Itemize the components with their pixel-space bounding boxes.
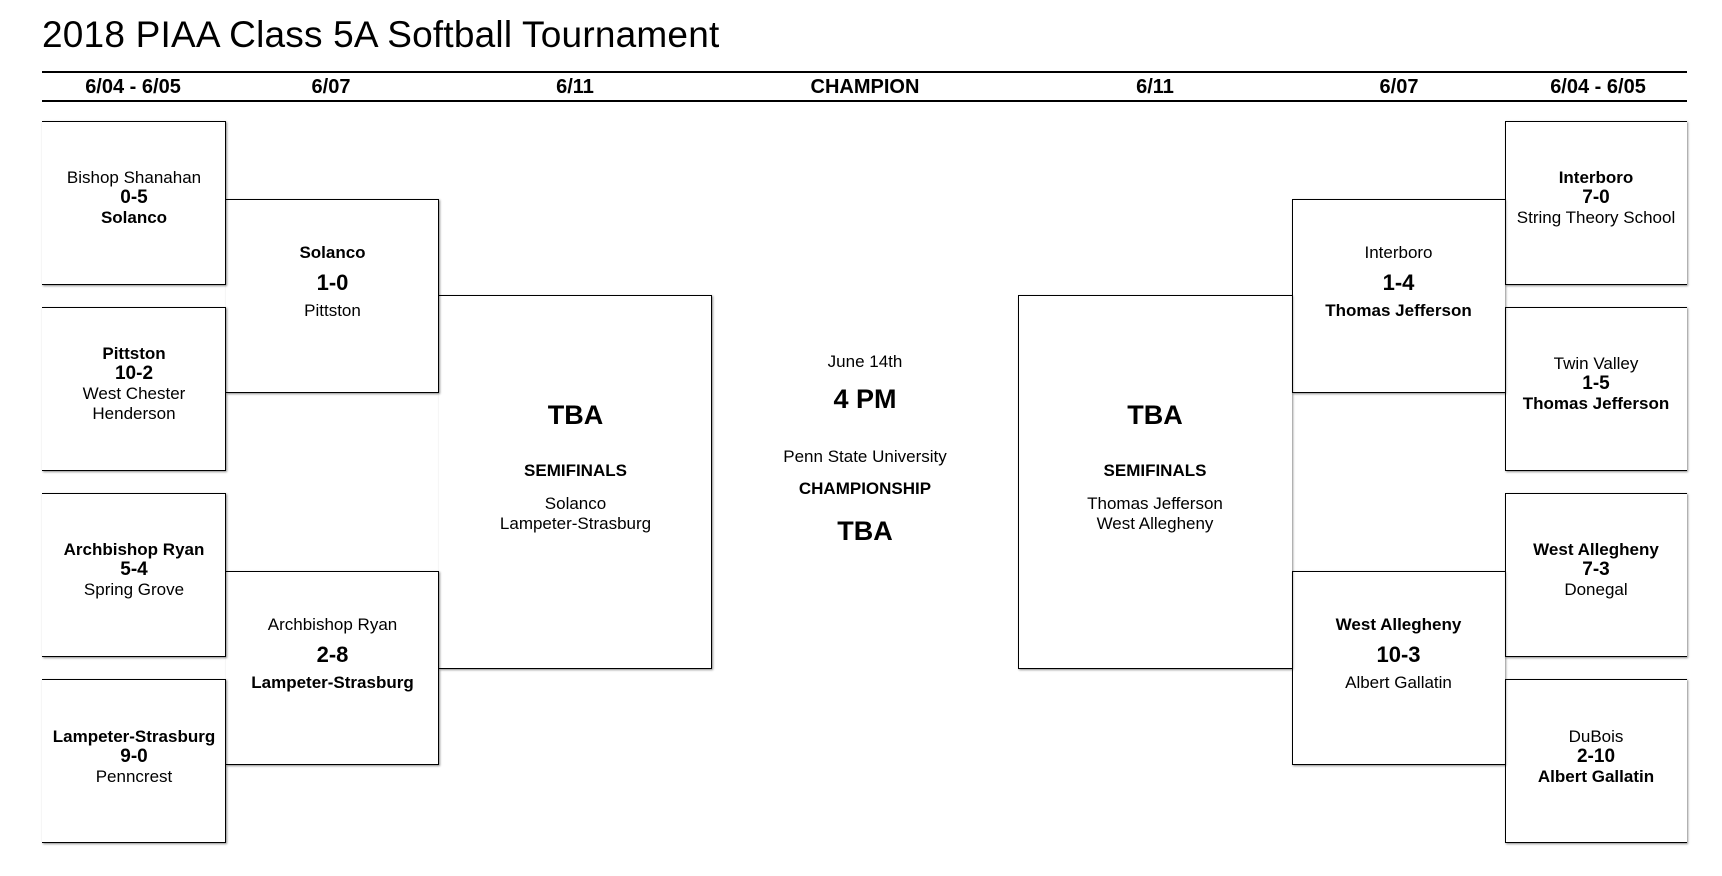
bracket-game-left-r1-3 bbox=[42, 493, 226, 657]
game-score: 10-2 bbox=[114, 363, 154, 384]
championship-time: 4 PM bbox=[833, 384, 897, 414]
championship-date: June 14th bbox=[827, 352, 903, 371]
bracket-game-left-r2-2 bbox=[226, 571, 439, 765]
team-name-winner: West Allegheny bbox=[1335, 615, 1462, 634]
right-r2-game-2: West Allegheny 10-3 Albert Gallatin bbox=[1292, 615, 1505, 693]
round-label-left-semi: 6/11 bbox=[556, 76, 594, 98]
bracket-game-right-r1-4 bbox=[1505, 679, 1687, 843]
team-name-winner: Interboro bbox=[1558, 168, 1634, 187]
team-name: Thomas Jefferson bbox=[1087, 494, 1223, 513]
game-score: 1-5 bbox=[1582, 373, 1610, 394]
bracket-game-left-r1-4 bbox=[42, 679, 226, 843]
team-name: Twin Valley bbox=[1553, 354, 1639, 373]
team-name-winner: Lampeter-Strasburg bbox=[251, 673, 414, 692]
left-r1-game-3: Archbishop Ryan 5-4 Spring Grove bbox=[42, 540, 226, 600]
round-label-left-r1: 6/04 - 6/05 bbox=[85, 76, 181, 98]
left-r1-game-1: Bishop Shanahan 0-5 Solanco bbox=[42, 168, 226, 228]
right-r2-game-1: Interboro 1-4 Thomas Jefferson bbox=[1292, 243, 1505, 321]
page-title: 2018 PIAA Class 5A Softball Tournament bbox=[42, 14, 720, 55]
team-name: Penncrest bbox=[95, 767, 173, 786]
bracket-game-right-r1-1 bbox=[1505, 121, 1687, 285]
championship-block: June 14th 4 PM Penn State University CHA… bbox=[712, 352, 1018, 546]
team-name: String Theory School bbox=[1516, 208, 1676, 227]
left-r2-game-2: Archbishop Ryan 2-8 Lampeter-Strasburg bbox=[226, 615, 439, 693]
round-header: 6/04 - 6/05 6/07 6/11 CHAMPION 6/11 6/07… bbox=[42, 71, 1687, 102]
right-r1-game-3: West Allegheny 7-3 Donegal bbox=[1505, 540, 1687, 600]
team-name: DuBois bbox=[1568, 727, 1624, 746]
game-score: 1-4 bbox=[1382, 270, 1415, 295]
bracket-game-right-r2-2 bbox=[1292, 571, 1505, 765]
round-label-champion: CHAMPION bbox=[810, 76, 920, 98]
round-label-left-r2: 6/07 bbox=[311, 76, 351, 98]
left-r2-game-1: Solanco 1-0 Pittston bbox=[226, 243, 439, 321]
bracket-game-left-r2-1 bbox=[226, 199, 439, 393]
game-score: 0-5 bbox=[120, 187, 148, 208]
team-name: Archbishop Ryan bbox=[267, 615, 398, 634]
team-name-winner: Pittston bbox=[102, 344, 166, 363]
team-name-winner: Albert Gallatin bbox=[1537, 767, 1655, 786]
team-name-winner: Thomas Jefferson bbox=[1522, 394, 1670, 413]
left-semifinal: TBA SEMIFINALS Solanco Lampeter-Strasbur… bbox=[439, 400, 712, 534]
bracket-game-right-r2-1 bbox=[1292, 199, 1505, 393]
game-score: 5-4 bbox=[120, 559, 148, 580]
team-name: West Chester Henderson bbox=[82, 384, 186, 423]
game-score: 2-10 bbox=[1576, 746, 1616, 767]
right-r1-game-2: Twin Valley 1-5 Thomas Jefferson bbox=[1505, 354, 1687, 414]
team-name-winner: Solanco bbox=[100, 208, 168, 227]
championship-venue: Penn State University bbox=[783, 447, 947, 466]
right-semifinal: TBA SEMIFINALS Thomas Jefferson West All… bbox=[1018, 400, 1292, 534]
game-score: 9-0 bbox=[120, 746, 148, 767]
team-name: Lampeter-Strasburg bbox=[499, 514, 652, 533]
bracket-game-right-r1-2 bbox=[1505, 307, 1687, 471]
left-r1-game-4: Lampeter-Strasburg 9-0 Penncrest bbox=[42, 727, 226, 787]
team-name-winner: Solanco bbox=[299, 243, 366, 262]
round-label-right-r2: 6/07 bbox=[1379, 76, 1419, 98]
round-label-right-semi: 6/11 bbox=[1136, 76, 1174, 98]
team-name-winner: West Allegheny bbox=[1533, 540, 1659, 559]
team-name: Interboro bbox=[1364, 243, 1433, 262]
semifinal-label: SEMIFINALS bbox=[524, 461, 627, 480]
bracket-game-right-semi bbox=[1018, 295, 1292, 669]
bracket-game-left-semi bbox=[439, 295, 712, 669]
team-name-winner: Thomas Jefferson bbox=[1325, 301, 1472, 320]
semifinal-label: SEMIFINALS bbox=[1103, 461, 1207, 480]
game-score: 2-8 bbox=[316, 642, 349, 667]
game-score: 1-0 bbox=[316, 270, 349, 295]
team-name-winner: Archbishop Ryan bbox=[63, 540, 205, 559]
right-r1-game-1: Interboro 7-0 String Theory School bbox=[1505, 168, 1687, 228]
team-name: Spring Grove bbox=[83, 580, 185, 599]
right-r1-game-4: DuBois 2-10 Albert Gallatin bbox=[1505, 727, 1687, 787]
championship-label: CHAMPIONSHIP bbox=[798, 479, 932, 498]
team-name: West Allegheny bbox=[1096, 514, 1214, 533]
team-name: Solanco bbox=[544, 494, 607, 513]
team-name: Pittston bbox=[304, 301, 361, 320]
bracket-game-left-r1-1 bbox=[42, 121, 226, 285]
bracket-game-right-r1-3 bbox=[1505, 493, 1687, 657]
semifinal-result: TBA bbox=[1127, 400, 1183, 430]
bracket-game-left-r1-2 bbox=[42, 307, 226, 471]
team-name: Albert Gallatin bbox=[1345, 673, 1452, 692]
game-score: 7-3 bbox=[1582, 559, 1610, 580]
team-name-winner: Lampeter-Strasburg bbox=[52, 727, 216, 746]
team-name: Bishop Shanahan bbox=[66, 168, 202, 187]
game-score: 7-0 bbox=[1582, 187, 1610, 208]
left-r1-game-2: Pittston 10-2 West Chester Henderson bbox=[42, 344, 226, 424]
game-score: 10-3 bbox=[1376, 642, 1421, 667]
round-label-right-r1: 6/04 - 6/05 bbox=[1550, 76, 1646, 98]
semifinal-result: TBA bbox=[547, 400, 604, 430]
championship-result: TBA bbox=[837, 516, 893, 546]
team-name: Donegal bbox=[1564, 580, 1628, 599]
